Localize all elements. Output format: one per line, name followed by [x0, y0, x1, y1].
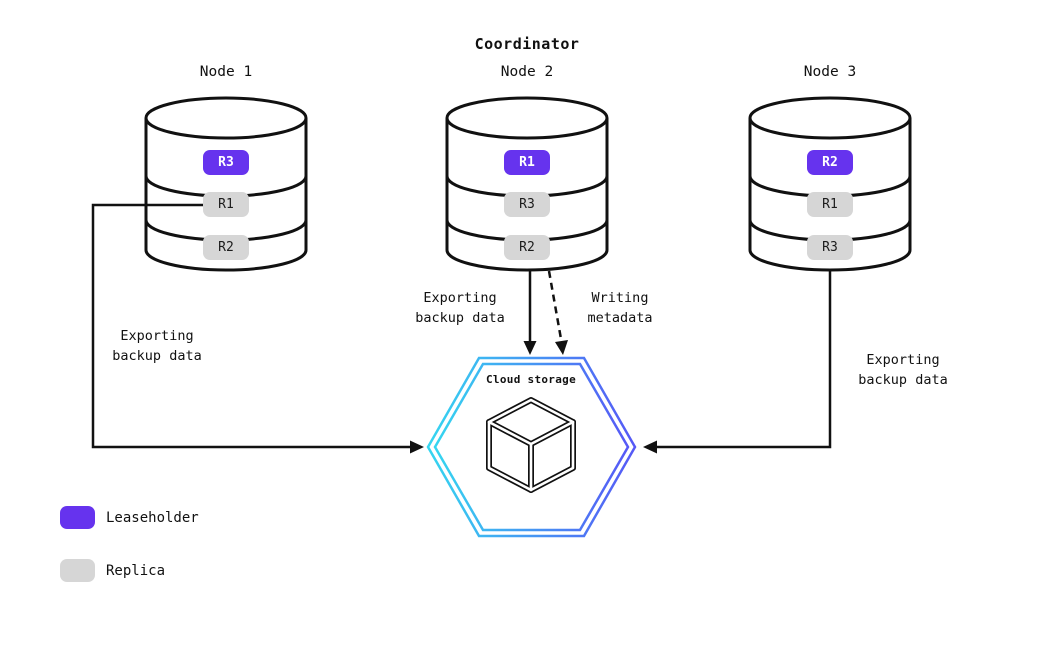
arrow-node2-export-to-cloud	[523, 271, 537, 355]
arrow-node1-to-cloud	[91, 203, 424, 454]
replica-badge: R2	[504, 235, 550, 260]
replica-badge: R3	[203, 150, 249, 175]
arrow-node2-metadata-to-cloud	[547, 270, 568, 355]
replica-badge: R3	[807, 235, 853, 260]
replica-badge: R2	[807, 150, 853, 175]
edge-label-node2-export: Exporting backup data	[415, 290, 505, 326]
replica-badge: R2	[203, 235, 249, 260]
node2-label: Node 2	[500, 64, 554, 80]
replica-badge: R1	[504, 150, 550, 175]
arrow-node3-to-cloud	[643, 271, 832, 454]
replica-badge: R3	[504, 192, 550, 217]
node1-label: Node 1	[199, 64, 253, 80]
diagram-title: Coordinator	[474, 35, 580, 53]
edge-label-node1-export: Exporting backup data	[112, 328, 202, 364]
node2-cylinder	[445, 96, 609, 272]
legend-swatch-leaseholder	[60, 506, 95, 529]
legend-label-replica: Replica	[106, 563, 166, 579]
replica-badge: R1	[203, 192, 249, 217]
edge-label-node2-metadata: Writing metadata	[587, 290, 653, 326]
replica-badge: R1	[807, 192, 853, 217]
legend-label-leaseholder: Leaseholder	[106, 510, 199, 526]
edge-label-node3-export: Exporting backup data	[858, 352, 948, 388]
node3-label: Node 3	[803, 64, 857, 80]
legend-swatch-replica	[60, 559, 95, 582]
cube-icon	[486, 397, 576, 493]
cloud-storage-label: Cloud storage	[486, 373, 576, 386]
